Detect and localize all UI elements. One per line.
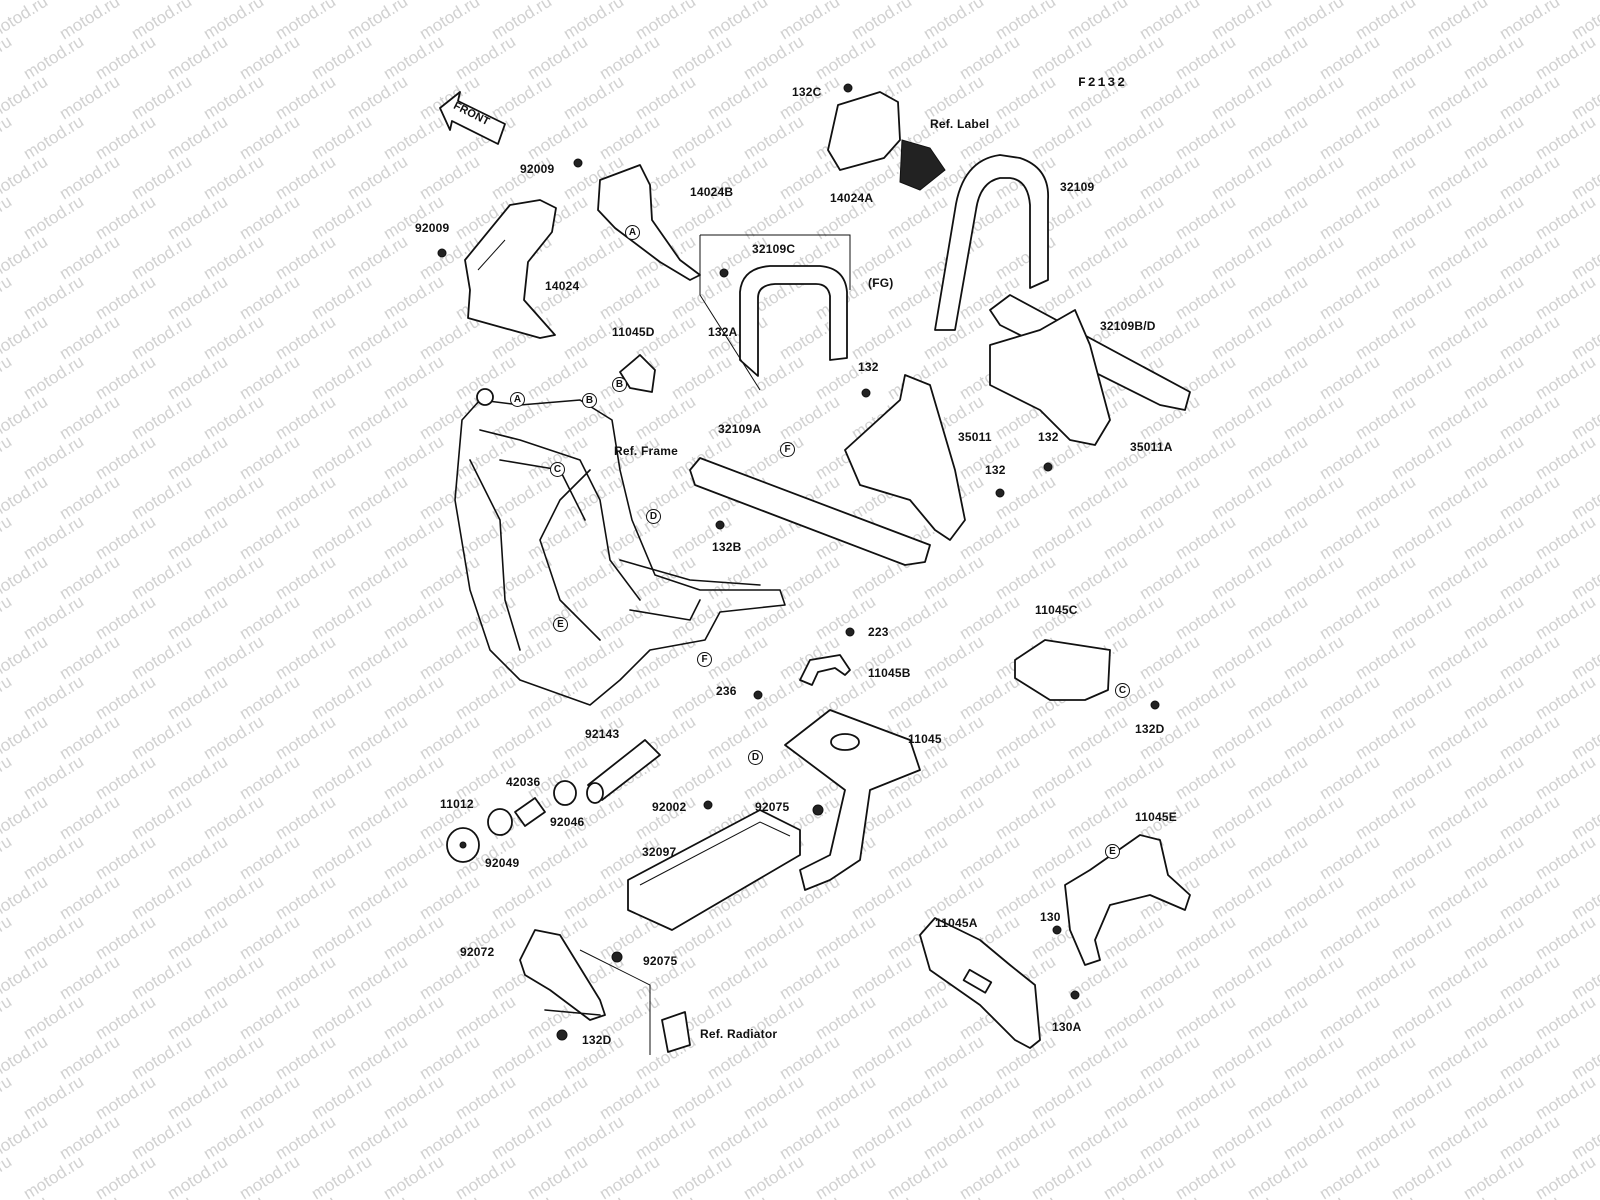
cover-14024a (827, 91, 946, 191)
part-label-132c: 132C (792, 85, 822, 99)
bracket-92072 (519, 929, 606, 1041)
marker-b-bracket: B (612, 377, 627, 392)
part-label-236: 236 (716, 684, 737, 698)
part-label-92072: 92072 (460, 945, 495, 959)
part-label-32109bd: 32109B/D (1100, 319, 1156, 333)
part-label-14024a: 14024A (830, 191, 874, 205)
part-label-223: 223 (868, 625, 889, 639)
part-label-92002: 92002 (652, 800, 687, 814)
part-label-11045d: 11045D (612, 325, 655, 339)
part-label-ref-radiator: Ref. Radiator (700, 1027, 778, 1041)
spacer-92143 (586, 739, 661, 804)
bracket-11045d (619, 354, 656, 393)
plate-35011 (844, 374, 966, 541)
part-label-14024b: 14024B (690, 185, 734, 199)
part-label-32109a: 32109A (718, 422, 762, 436)
marker-e-bracket: E (1105, 844, 1120, 859)
marker-a-cover: A (625, 225, 640, 240)
side-cover-14024 (464, 199, 557, 339)
part-label-32097: 32097 (642, 845, 677, 859)
part-label-132d-right: 132D (1135, 722, 1165, 736)
marker-e-frame: E (553, 617, 568, 632)
marker-c-bracket: C (1115, 683, 1130, 698)
part-label-14024: 14024 (545, 279, 580, 293)
part-label-92075-lower: 92075 (643, 954, 678, 968)
clamp-11045b (799, 654, 851, 686)
marker-a-frame: A (510, 392, 525, 407)
part-label-92143: 92143 (585, 727, 620, 741)
figure-reference-code: F2132 (1078, 75, 1128, 90)
part-label-132d-lower: 132D (582, 1033, 612, 1047)
radiator-cap (579, 949, 691, 1055)
part-label-92075-upper: 92075 (755, 800, 790, 814)
part-label-132-upper: 132 (858, 360, 879, 374)
part-label-11045e: 11045E (1135, 810, 1177, 824)
part-label-132b: 132B (712, 540, 742, 554)
marker-d-bracket: D (748, 750, 763, 765)
part-label-35011: 35011 (958, 430, 992, 444)
part-label-11045b: 11045B (868, 666, 911, 680)
rail-32109a (689, 457, 931, 566)
part-label-92049: 92049 (485, 856, 520, 870)
marker-d-frame: D (646, 509, 661, 524)
backrest-32109 (934, 154, 1049, 331)
bushing-parts (446, 780, 577, 863)
part-label-11045: 11045 (908, 732, 942, 746)
marker-f-frame: F (697, 652, 712, 667)
part-label-132-right: 132 (1038, 430, 1059, 444)
bracket-32109bd (989, 294, 1191, 446)
part-label-130a: 130A (1052, 1020, 1082, 1034)
marker-b-frame: B (582, 393, 597, 408)
part-label-32109: 32109 (1060, 180, 1095, 194)
battery-case-32097 (627, 809, 801, 931)
part-label-fg: (FG) (868, 276, 894, 290)
part-label-11045c: 11045C (1035, 603, 1078, 617)
side-cover-14024b (597, 164, 701, 281)
part-label-92046: 92046 (550, 815, 585, 829)
bolt-icons (437, 83, 1160, 1000)
part-label-35011a: 35011A (1130, 440, 1173, 454)
front-arrow-icon (439, 91, 506, 145)
part-label-42036: 42036 (506, 775, 541, 789)
battery-bracket-11045 (784, 709, 921, 891)
plate-11045a (919, 917, 1041, 1049)
part-label-ref-frame: Ref. Frame (614, 444, 679, 458)
bracket-11045c (1014, 639, 1111, 701)
marker-f-rail: F (780, 442, 795, 457)
part-label-132-lower: 132 (985, 463, 1006, 477)
part-label-92009-top: 92009 (520, 162, 555, 176)
bracket-11045e (1064, 834, 1191, 966)
part-label-92009-side: 92009 (415, 221, 450, 235)
part-label-32109c: 32109C (752, 242, 796, 256)
part-label-132a: 132A (708, 325, 738, 339)
backrest-32109c (699, 234, 851, 391)
part-label-130: 130 (1040, 910, 1061, 924)
part-label-ref-label: Ref. Label (930, 117, 990, 131)
part-label-11045a: 11045A (935, 916, 978, 930)
marker-c-frame: C (550, 462, 565, 477)
part-label-11012: 11012 (440, 797, 474, 811)
